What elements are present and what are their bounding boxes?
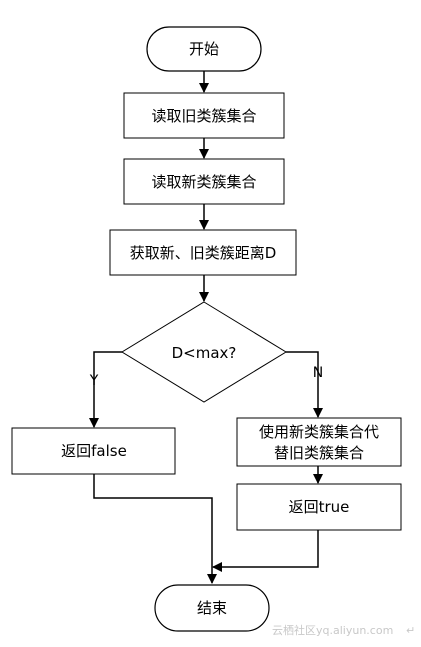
return-false-label: 返回false: [61, 442, 127, 460]
replace-clusters-label-line1: 使用新类簇集合代: [259, 423, 379, 441]
yes-label: Y: [89, 373, 99, 389]
read-new-clusters-label: 读取新类簇集合: [151, 173, 256, 191]
read-old-clusters-label: 读取旧类簇集合: [151, 107, 256, 125]
start-label: 开始: [189, 40, 219, 58]
replace-clusters-node: [236, 417, 402, 467]
no-branch-connector: [286, 351, 323, 418]
get-distance-node: [109, 229, 297, 276]
no-label: N: [313, 365, 323, 381]
return-true-label: 返回true: [289, 498, 350, 516]
condition-diamond: [121, 301, 287, 403]
replace-clusters-label-line2: 替旧类簇集合: [274, 444, 364, 462]
yes-branch-connector: [89, 351, 122, 428]
return-true-node: [236, 483, 402, 531]
false-to-end-connector: [93, 474, 217, 584]
return-mark-icon: ↵: [406, 624, 415, 637]
true-to-end-connector: [212, 530, 319, 572]
read-old-clusters-node: [123, 92, 285, 139]
condition-label: D<max?: [172, 344, 237, 362]
get-distance-label: 获取新、旧类簇距离D: [130, 244, 277, 262]
end-label: 结束: [197, 599, 227, 617]
return-false-node: [11, 427, 176, 475]
end-node: [154, 584, 270, 632]
watermark-text: 云栖社区yq.aliyun.com: [272, 623, 393, 637]
